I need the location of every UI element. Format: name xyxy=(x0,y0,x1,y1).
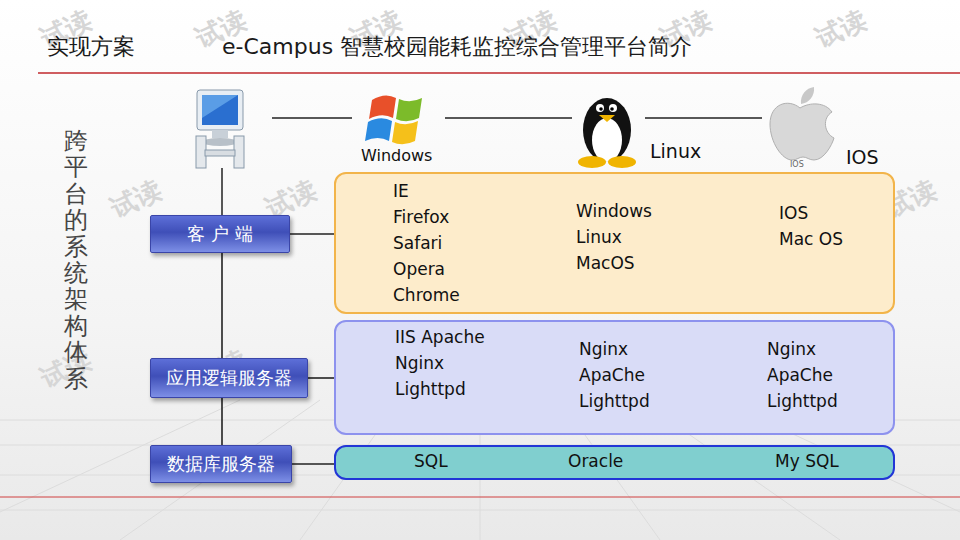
tier-connector xyxy=(221,398,223,445)
tier-text: 客 户 端 xyxy=(187,222,252,246)
header-rule xyxy=(38,72,960,74)
tier-band: IIS Apache Nginx Lighttpd Nginx ApaChe Li… xyxy=(334,320,895,435)
platform-label: Windows xyxy=(361,146,432,165)
slide-title: e-Campus 智慧校园能耗监控综合管理平台简介 xyxy=(222,32,692,62)
computer-icon xyxy=(196,90,244,168)
tier-connector xyxy=(308,377,334,379)
tier-text: 应用逻辑服务器 xyxy=(166,366,292,390)
vertical-heading: 跨平台的系统架构体系 xyxy=(64,128,88,392)
platform-label: IOS xyxy=(790,160,804,169)
tier-text: IIS Apache Nginx Lighttpd xyxy=(395,324,485,402)
apple-logo xyxy=(770,87,834,160)
tier-text: My SQL xyxy=(775,448,865,474)
linux-penguin xyxy=(578,98,636,168)
tier-text: 数据库服务器 xyxy=(167,452,275,476)
tier-connector xyxy=(221,253,223,358)
platform-label: 实现方案 xyxy=(47,32,135,62)
tier-button: 应用逻辑服务器 xyxy=(150,358,308,398)
tier-button: 客 户 端 xyxy=(150,215,290,253)
platform-label: IOS xyxy=(846,146,879,168)
windows-logo xyxy=(365,95,422,144)
tier-band: SQL Oracle My SQL xyxy=(334,445,895,480)
tier-text: Windows Linux MacOS xyxy=(576,198,638,276)
tier-text: IOS Mac OS xyxy=(779,200,843,252)
platform-label: Linux xyxy=(650,140,701,162)
tier-text: Oracle xyxy=(568,448,658,474)
tier-connector xyxy=(292,463,334,465)
tier-text: Nginx ApaChe Lighttpd xyxy=(579,336,669,414)
tier-text: SQL xyxy=(414,448,504,474)
tier-text: IE Firefox Safari Opera Chrome xyxy=(393,178,465,308)
tier-band: IE Firefox Safari Opera Chrome Windows Li… xyxy=(334,172,895,314)
footer-rule xyxy=(0,496,960,497)
watermark: 试读 xyxy=(810,3,872,57)
tier-connector xyxy=(290,233,334,235)
tier-button: 数据库服务器 xyxy=(150,445,292,483)
tier-text: Nginx ApaChe Lighttpd xyxy=(767,336,857,414)
